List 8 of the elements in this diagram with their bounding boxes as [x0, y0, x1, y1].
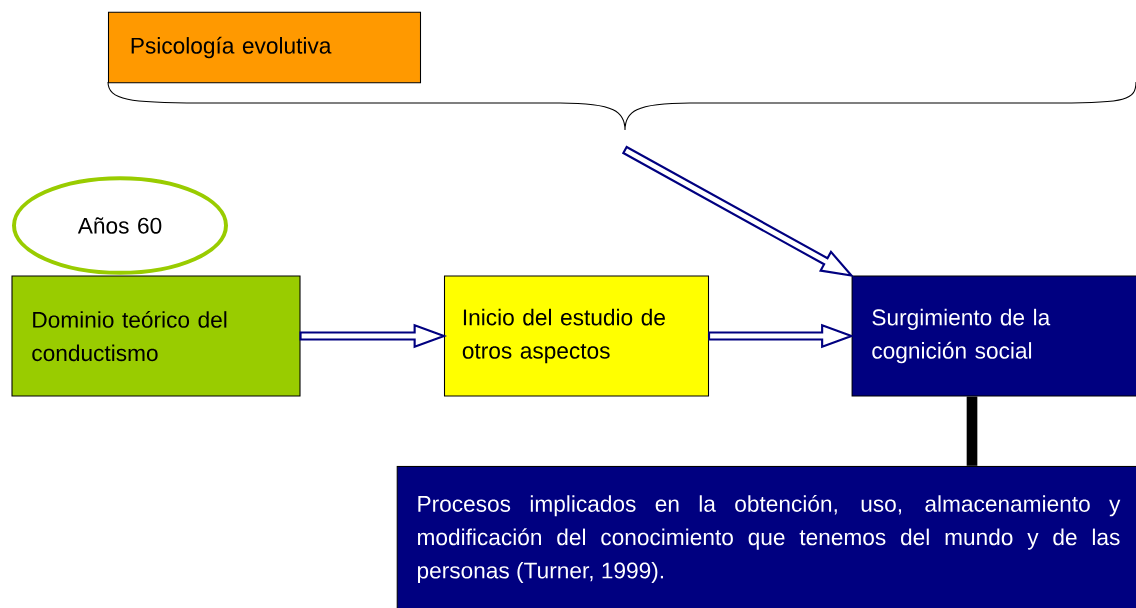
connector-line [966, 396, 978, 466]
process-box: Inicio del estudio de otros aspectos [443, 275, 710, 397]
arrow [299, 323, 448, 349]
process-box: Dominio teórico del conductismo [11, 275, 301, 397]
process-box: Surgimiento de la cognición social [851, 275, 1136, 397]
process-box: Procesos implicados en la obtención, uso, almacenamiento y modificación del conocimiento que tenemos del mundo y de las personas (Turner, 1999). [396, 465, 1136, 608]
arrow [707, 323, 855, 349]
process-box: Psicología evolutiva [107, 11, 422, 84]
